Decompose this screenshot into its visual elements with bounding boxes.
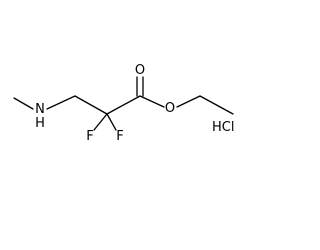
atom-fluorine-right: F — [116, 129, 123, 144]
bond-c-f-left — [93, 113, 108, 131]
structure-canvas: N H F F O O HCl — [13, 63, 235, 144]
skeletal-structure: N H F F O O HCl — [13, 63, 234, 144]
bond-n-ch2 — [46, 95, 76, 110]
bond-o-ethyl-ch2 — [176, 95, 201, 108]
bond-cf2-carbonyl — [106, 95, 141, 115]
bond-methyl-n — [13, 97, 34, 110]
bond-c-f-right — [106, 113, 117, 131]
atom-carbonyl-oxygen: O — [135, 63, 145, 78]
salt-label: HCl — [212, 120, 234, 135]
bond-carbonyl-ester-o — [139, 95, 165, 108]
atom-nitrogen: N — [35, 102, 45, 117]
bond-ethyl-ch3 — [199, 95, 234, 115]
atom-ester-oxygen: O — [165, 101, 175, 116]
atom-hydrogen-on-n: H — [35, 116, 45, 131]
atom-fluorine-left: F — [86, 129, 93, 144]
bond-ch2-cf2 — [74, 95, 108, 115]
